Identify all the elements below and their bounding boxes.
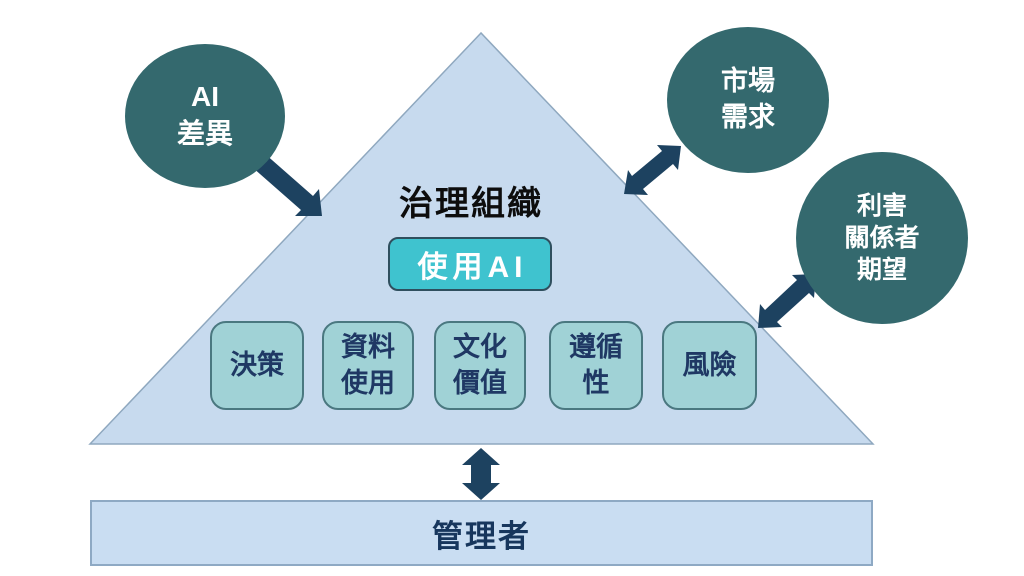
manager-bar-label: 管理者: [432, 518, 531, 554]
pillar-risk: 風險: [662, 321, 757, 410]
circle-ai-difference: AI 差異: [125, 44, 285, 188]
arrow-pyramid-stakeholder: [758, 274, 816, 328]
circle-market-demand-label: 市場 需求: [721, 66, 775, 132]
pillar-data-use-label: 資料 使用: [341, 331, 395, 398]
pillar-compliance-label: 遵循 性: [569, 331, 623, 398]
pillar-compliance: 遵循 性: [549, 321, 643, 410]
pillar-cultural-value-label: 文化 價值: [453, 331, 507, 398]
arrow-pyramid-manager: [462, 448, 500, 500]
circle-ai-difference-label: AI 差異: [176, 81, 233, 149]
circle-stakeholder-expectations-label: 利害 關係者 期望: [844, 192, 920, 284]
arrow-pyramid-market-demand: [624, 145, 681, 195]
pillar-data-use: 資料 使用: [322, 321, 414, 410]
pillar-risk-label: 風險: [682, 349, 737, 380]
use-ai-badge: 使用AI: [388, 237, 552, 291]
pillar-cultural-value: 文化 價值: [434, 321, 526, 410]
arrow-ai-difference-to-pyramid: [252, 153, 322, 216]
pyramid-title: 治理組織: [399, 185, 543, 223]
circle-stakeholder-expectations: 利害 關係者 期望: [796, 152, 968, 324]
manager-bar: 管理者: [90, 500, 873, 566]
pillar-decision-label: 決策: [230, 349, 284, 380]
circle-market-demand: 市場 需求: [667, 27, 829, 173]
pillar-decision: 決策: [210, 321, 304, 410]
